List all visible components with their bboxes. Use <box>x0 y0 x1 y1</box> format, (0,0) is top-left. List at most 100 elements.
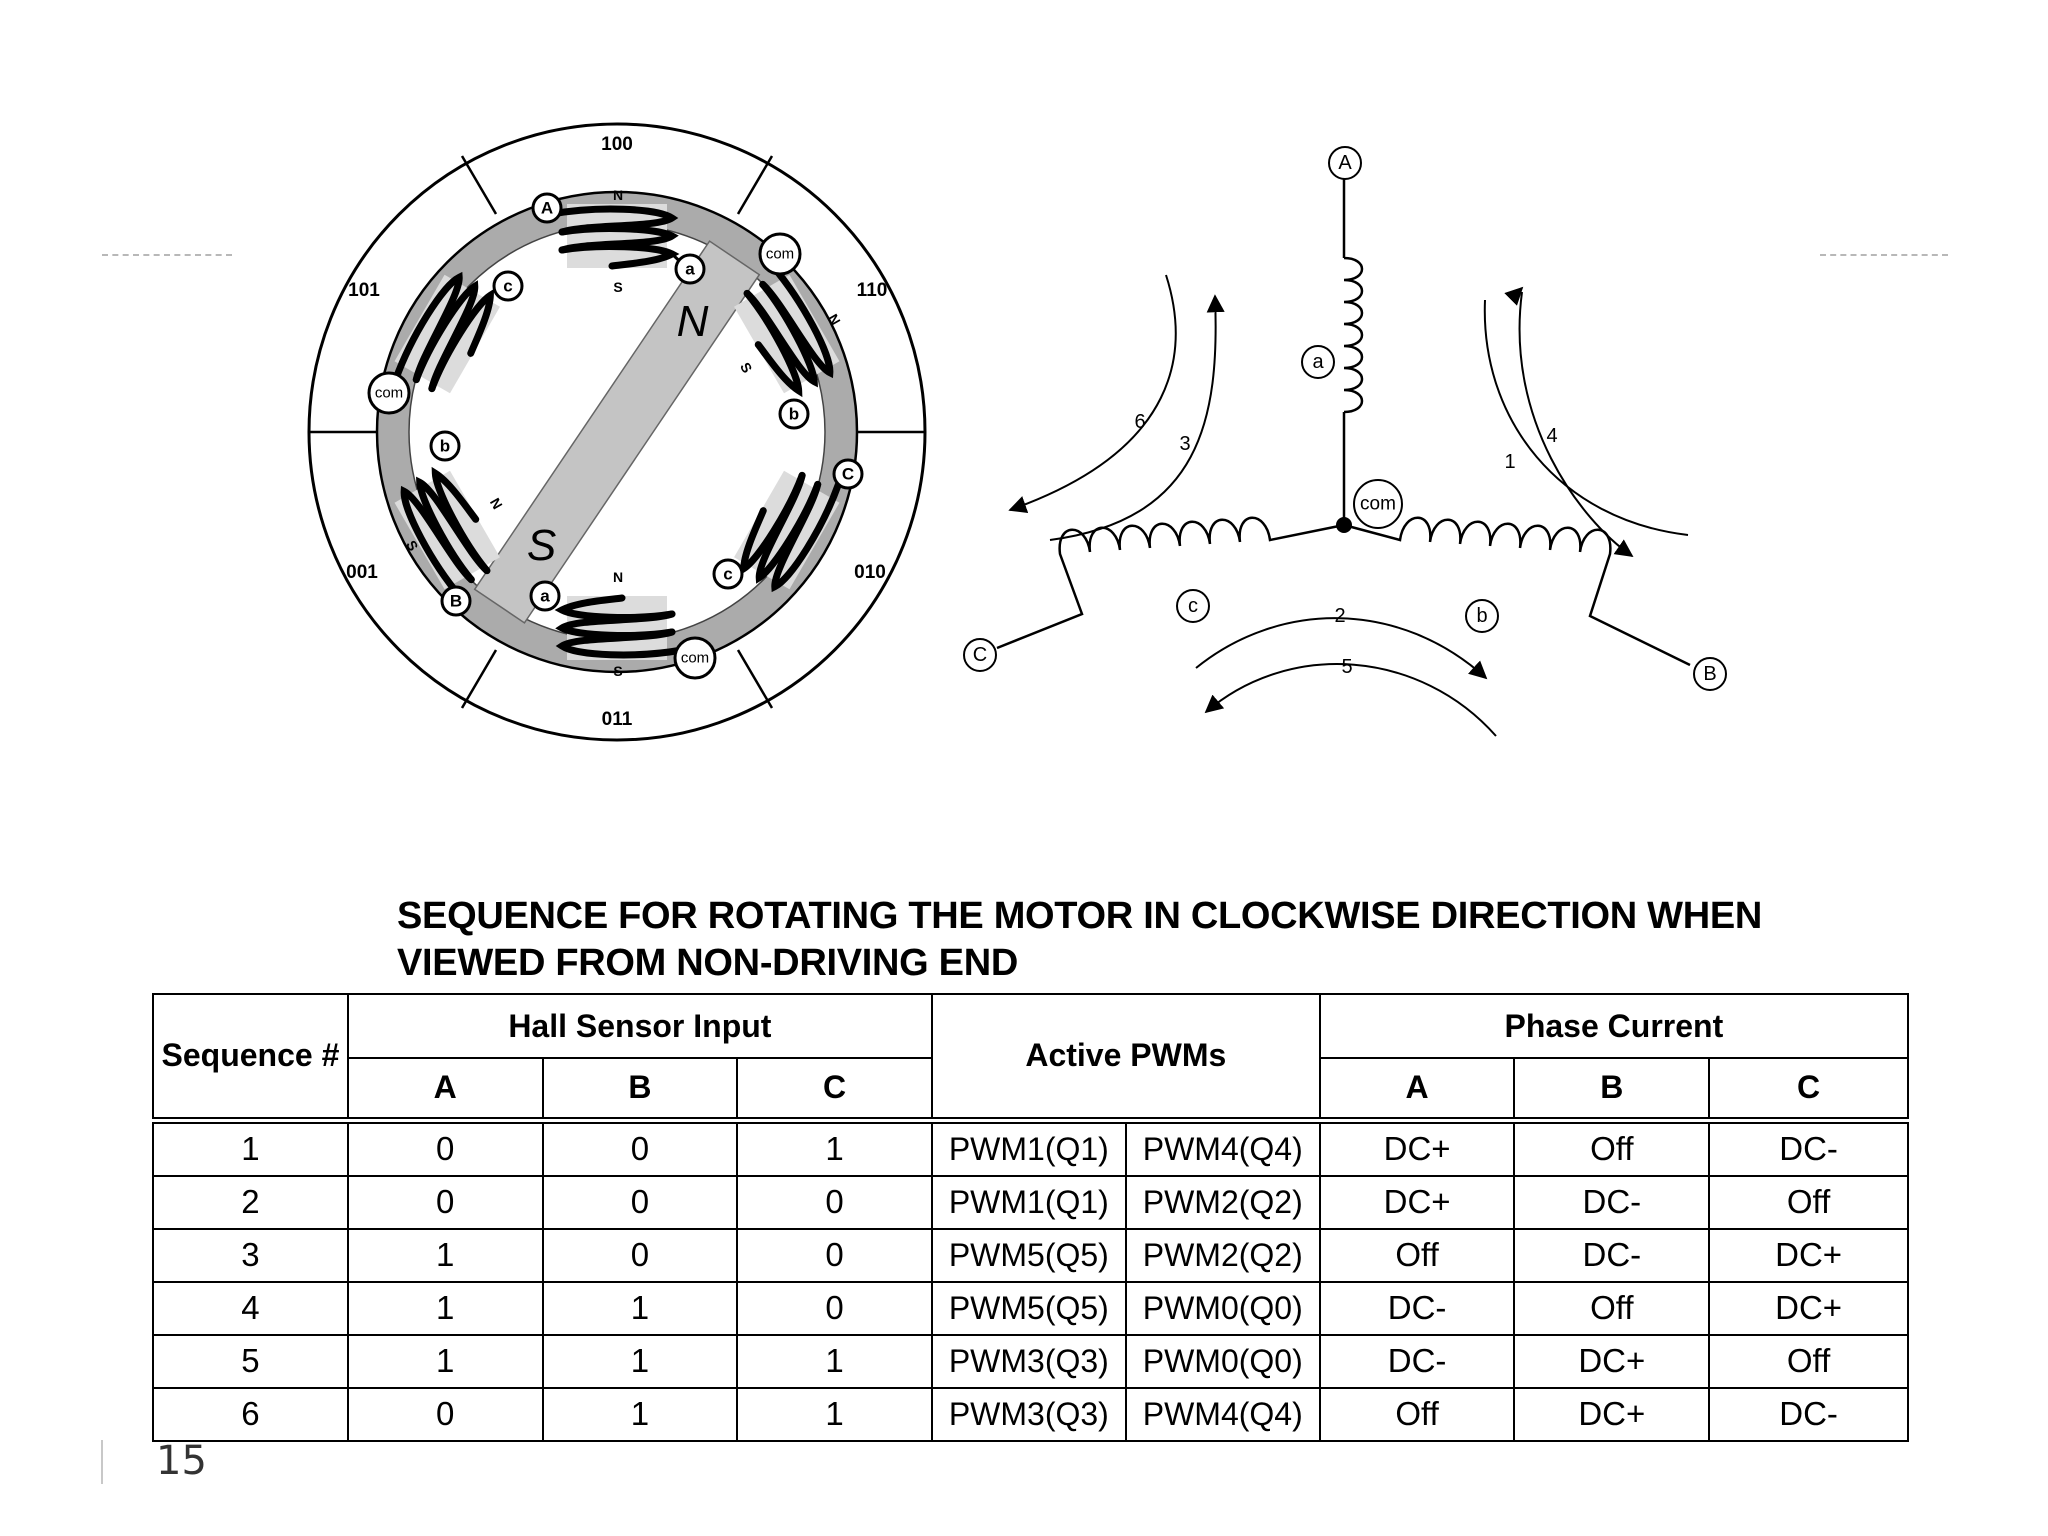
rotation-arrow-1 <box>1483 299 1689 536</box>
terminal-c-right-label: c <box>723 565 732 584</box>
terminal-B-circle <box>440 585 472 617</box>
wye-terminal-C-circle <box>963 638 997 672</box>
coil-top-pole-s: S <box>613 279 622 295</box>
table-row: 4 1 1 0 PWM5(Q5) PWM0(Q0) DC- Off DC+ <box>152 1280 1909 1336</box>
cell-pwm-2: PWM4(Q4) <box>1124 1119 1321 1177</box>
step-label-3: 3 <box>1179 433 1190 455</box>
wye-winding-c-label: c <box>1188 595 1198 617</box>
sector-label-001: 001 <box>346 562 378 583</box>
sector-label-101: 101 <box>348 280 380 301</box>
terminal-com-upper-right-circle <box>758 232 802 276</box>
wye-terminal-A-circle <box>1328 146 1362 180</box>
cell-hall-a: 0 <box>346 1386 544 1442</box>
wye-terminal-B-circle <box>1693 657 1727 691</box>
terminal-c-left-label: c <box>503 277 512 296</box>
coil-bottom-pole-s: S <box>613 663 622 679</box>
cell-sequence: 3 <box>152 1227 349 1283</box>
cell-sequence: 2 <box>152 1174 349 1230</box>
terminal-A-label: A <box>541 199 553 218</box>
step-label-1: 1 <box>1504 451 1515 473</box>
sector-label-110: 110 <box>857 280 888 301</box>
cell-phase-a: Off <box>1318 1227 1516 1283</box>
terminal-a-top-label: a <box>685 260 695 279</box>
subheader-hall-c: C <box>736 1057 933 1124</box>
rotation-arrow-6 <box>1008 274 1177 514</box>
cell-hall-b: 1 <box>541 1280 739 1336</box>
rotation-arrow-5 <box>1204 663 1497 737</box>
cell-phase-a: DC- <box>1318 1280 1516 1336</box>
header-sequence: Sequence # <box>152 993 349 1124</box>
terminal-com-bottom-label: com <box>681 650 709 667</box>
table-row: 2 0 0 0 PWM1(Q1) PWM2(Q2) DC+ DC- Off <box>152 1174 1909 1230</box>
wye-com-circle <box>1353 479 1403 529</box>
table-row: 1 0 0 1 PWM1(Q1) PWM4(Q4) DC+ Off DC- <box>152 1119 1909 1177</box>
stator-coil-lower-left <box>394 466 500 601</box>
decorative-dash-left <box>102 254 232 256</box>
cell-phase-b: DC- <box>1513 1227 1711 1283</box>
wye-winding-b-label: b <box>1476 605 1487 627</box>
cell-phase-c: DC- <box>1708 1119 1909 1177</box>
sector-dividers <box>309 155 925 709</box>
cell-phase-b: DC+ <box>1513 1386 1711 1442</box>
cell-sequence: 4 <box>152 1280 349 1336</box>
wye-winding-a-label: a <box>1312 351 1324 373</box>
terminal-b-left-circle <box>429 430 461 462</box>
cell-hall-c: 0 <box>736 1227 933 1283</box>
cell-phase-b: Off <box>1513 1119 1711 1177</box>
subheader-phase-c: C <box>1708 1057 1909 1124</box>
terminal-b-right-label: b <box>789 405 799 424</box>
cell-pwm-1: PWM3(Q3) <box>930 1386 1127 1442</box>
terminal-com-left-circle <box>367 371 411 415</box>
sector-label-010: 010 <box>854 562 886 583</box>
terminal-C-label: C <box>842 465 854 484</box>
stator-coil-upper-right <box>734 263 840 398</box>
cell-hall-a: 1 <box>346 1227 544 1283</box>
cell-phase-c: DC+ <box>1708 1280 1909 1336</box>
coil-top-pole-n: N <box>613 187 623 203</box>
cell-pwm-1: PWM5(Q5) <box>930 1227 1127 1283</box>
title-line-2: VIEWED FROM NON-DRIVING END <box>397 942 1019 984</box>
cell-phase-c: DC+ <box>1708 1227 1909 1283</box>
wye-terminal-B-label: B <box>1703 663 1716 685</box>
motor-cross-section: 100 110 010 011 001 101 N S <box>307 122 927 742</box>
terminal-b-right-circle <box>778 398 810 430</box>
commutation-sequence-table: Sequence # Hall Sensor Input Active PWMs… <box>152 993 1910 1442</box>
step-label-4: 4 <box>1546 425 1557 447</box>
terminal-B-label: B <box>450 592 462 611</box>
cell-hall-b: 0 <box>541 1174 739 1230</box>
cell-hall-a: 0 <box>346 1174 544 1230</box>
cell-phase-a: DC+ <box>1318 1119 1516 1177</box>
wye-com-label: com <box>1360 494 1396 515</box>
wye-winding-b-circle <box>1465 599 1499 633</box>
cell-hall-c: 1 <box>736 1119 933 1177</box>
cell-pwm-1: PWM3(Q3) <box>930 1333 1127 1389</box>
rotation-arrow-2 <box>1195 617 1488 680</box>
terminal-com-bottom-circle <box>673 636 717 680</box>
subheader-hall-b: B <box>541 1057 739 1124</box>
table-row: 5 1 1 1 PWM3(Q3) PWM0(Q0) DC- DC+ Off <box>152 1333 1909 1389</box>
terminal-c-right-circle <box>712 558 744 590</box>
coil-bottom-pole-n: N <box>613 569 623 585</box>
cell-hall-c: 1 <box>736 1333 933 1389</box>
terminal-A-circle <box>531 192 563 224</box>
cell-phase-c: DC- <box>1708 1386 1909 1442</box>
subheader-phase-b: B <box>1513 1057 1711 1124</box>
cell-hall-b: 0 <box>541 1119 739 1177</box>
sector-label-011: 011 <box>602 709 633 730</box>
cell-hall-a: 1 <box>346 1333 544 1389</box>
stator-coil-bottom <box>554 594 686 660</box>
cell-hall-a: 0 <box>346 1119 544 1177</box>
wye-terminal-A-label: A <box>1338 152 1352 174</box>
wye-winding-diagram: A B C a b c com 1 2 3 4 5 6 <box>963 146 1727 737</box>
subheader-hall-a: A <box>346 1057 544 1124</box>
header-active-pwms: Active PWMs <box>930 993 1321 1124</box>
cell-pwm-2: PWM4(Q4) <box>1124 1386 1321 1442</box>
terminal-com-left-label: com <box>375 385 403 402</box>
header-phase-current: Phase Current <box>1318 993 1910 1059</box>
cell-phase-b: Off <box>1513 1280 1711 1336</box>
wye-common-node <box>1336 517 1352 533</box>
terminal-a-bottom-label: a <box>540 587 550 606</box>
header-hall-sensor-input: Hall Sensor Input <box>346 993 933 1059</box>
step-label-6: 6 <box>1134 411 1145 433</box>
cell-hall-b: 1 <box>541 1333 739 1389</box>
